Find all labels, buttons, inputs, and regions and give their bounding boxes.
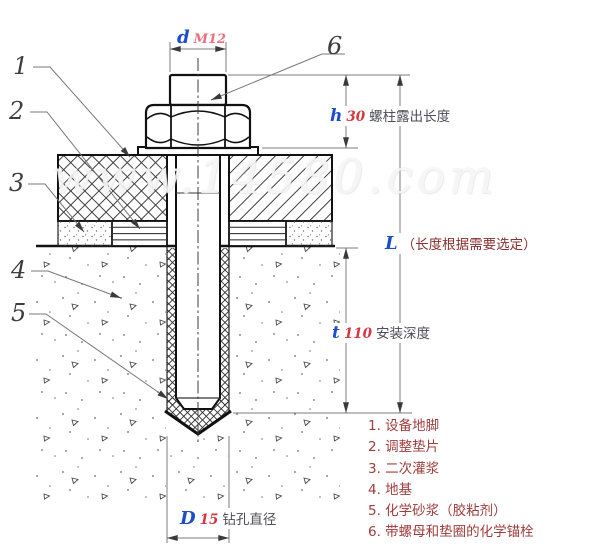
dim-h-text: 螺柱露出长度 [369,109,451,125]
dim-h-value: 30 [346,109,366,125]
legend-item-1: 1. 设备地脚 [368,418,440,434]
dim-d-value: M12 [193,32,227,47]
leader-3 [28,183,85,233]
legend-item-5: 5. 化学砂浆（胶粘剂） [368,503,507,520]
dim-t-value: 110 [343,326,373,342]
dim-h-symbol: h [330,106,343,126]
leader-5 [29,313,169,400]
leader-4 [31,270,122,299]
dim-L-symbol: L [385,233,398,254]
callout-number-3: 3 [9,169,25,197]
dim-D-value: 15 [199,512,219,528]
dim-D-text: 钻孔直径 [222,512,277,528]
callout-number-5: 5 [11,299,27,327]
dim-L-text: （长度根据需要选定） [401,237,537,253]
leader-1 [33,66,131,158]
dim-t-text: 安装深度 [376,326,431,342]
dim-D-symbol: D [180,508,196,529]
callout-number-4: 4 [11,256,27,284]
foundation-concrete [36,244,340,505]
legend-item-6: 6. 带螺母和垫圈的化学锚栓 [368,524,534,541]
grout-blocks [57,220,333,247]
callout-leaders [28,53,345,400]
dim-d-symbol: d [177,27,190,48]
legend-item-3: 3. 二次灌浆 [368,460,440,477]
callout-number-2: 2 [9,97,25,125]
leader-6 [210,53,345,101]
legend: 1. 设备地脚 2. 调整垫片 3. 二次灌浆 4. 地基 5. 化学砂浆（胶粘… [368,416,534,544]
leader-2 [30,111,141,230]
equipment-base-plate [57,154,333,222]
dim-t-symbol: t [332,323,340,343]
legend-item-2: 2. 调整垫片 [368,439,440,456]
dim-L-label: L（长度根据需要选定） [382,233,540,254]
callout-number-1: 1 [13,52,29,80]
legend-item-4: 4. 地基 [368,481,413,498]
callout-number-6: 6 [327,32,343,60]
